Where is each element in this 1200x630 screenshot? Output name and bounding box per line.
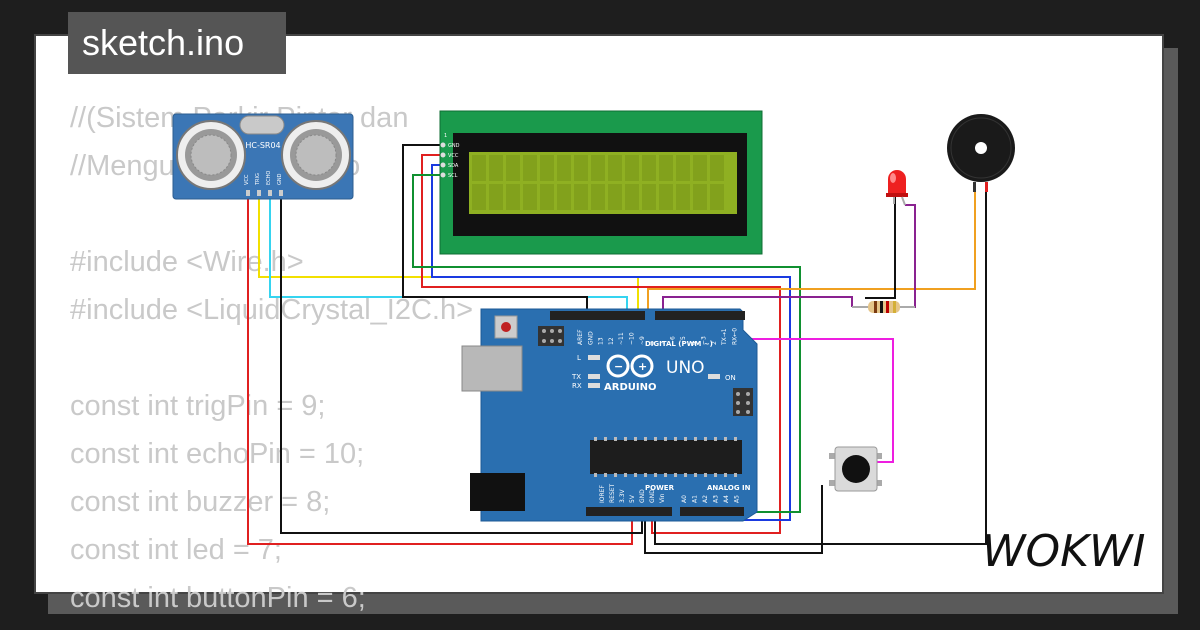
digital-pin-label-0: AREF	[577, 329, 584, 345]
push-button[interactable]	[829, 446, 882, 492]
analog-label: ANALOG IN	[707, 484, 751, 492]
sensor-pin-gnd: GND	[277, 173, 283, 185]
digital-pin-label-6: ~9	[639, 336, 646, 345]
analog-pin-label-1: A1	[692, 495, 699, 503]
digital-pin-label-12: ~3	[701, 336, 708, 345]
wire-buzzer-black	[654, 190, 987, 545]
arduino-uno-board[interactable]: − + ARDUINO UNO DIGITAL (PWM ~) POWER AN…	[461, 308, 758, 522]
lcd-pin-sda: SDA	[448, 163, 459, 169]
wire-resistor-purple	[905, 204, 916, 308]
svg-text:+: +	[638, 360, 647, 373]
analog-pin-label-4: A4	[723, 495, 730, 503]
sensor-pin-echo: ECHO	[266, 171, 272, 185]
power-jack	[470, 473, 525, 511]
lcd-pin-scl: SCL	[448, 173, 458, 179]
analog-pin-label-0: A0	[681, 495, 688, 503]
lcd-pin-vcc: VCC	[448, 153, 459, 159]
wire-led-black	[865, 197, 896, 299]
rx-led-label: RX	[572, 382, 582, 390]
digital-pin-label-14: TX→1	[721, 328, 728, 346]
code-line-10: const int led = 7;	[70, 534, 282, 566]
resistor[interactable]	[852, 301, 915, 313]
power-pin-label-3: 5V	[629, 494, 636, 503]
power-pin-label-5: GND	[649, 489, 656, 503]
digital-pin-label-3: 12	[608, 337, 615, 345]
power-header	[586, 507, 672, 516]
lcd-display[interactable]: 1 GND VCC SDA SCL	[439, 110, 763, 255]
power-pin-label-6: Vin	[659, 493, 666, 503]
wire-lcd-scl-green	[412, 174, 801, 513]
file-tab-title[interactable]: sketch.ino	[68, 12, 286, 74]
wire-buzzer-orange	[647, 190, 976, 315]
digital-pin-label-11: 4	[690, 341, 697, 345]
ultrasonic-sensor[interactable]: HC-SR04 VCC TRIG ECHO GND	[172, 113, 354, 200]
wire-gnd-black	[280, 193, 643, 534]
arduino-infinity-logo	[606, 354, 654, 378]
digital-pin-label-15: RX←0	[732, 328, 739, 345]
on-led	[708, 374, 720, 379]
lcd-pin-gnd: GND	[448, 143, 460, 149]
code-line-8: const int echoPin = 10;	[70, 438, 365, 470]
digital-pin-label-9: ~6	[670, 336, 677, 345]
analog-header	[680, 507, 744, 516]
code-line-9: const int buzzer = 8;	[70, 486, 331, 518]
svg-text:−: −	[614, 360, 623, 373]
arduino-brand-label: ARDUINO	[604, 382, 656, 393]
digital-pin-label-8: 7	[659, 341, 666, 345]
arduino-model-label: UNO	[666, 358, 705, 378]
digital-header-right	[655, 311, 745, 320]
power-pin-label-4: GND	[639, 489, 646, 503]
digital-pin-label-5: ~10	[629, 332, 636, 345]
wire-led-purple	[662, 296, 853, 315]
tx-led-label: TX	[571, 373, 581, 381]
code-line-4: #include <Wire.h>	[70, 246, 304, 278]
microcontroller-chip	[590, 440, 742, 474]
digital-pin-label-2: 13	[598, 337, 605, 345]
code-line-5: #include <LiquidCrystal_I2C.h>	[70, 294, 474, 326]
usb-port	[461, 345, 523, 392]
code-line-11: const int buttonPin = 6;	[70, 582, 366, 614]
buzzer[interactable]	[947, 114, 1015, 192]
sensor-pin-trig: TRIG	[255, 173, 261, 186]
wire-lcd-vcc-red	[421, 154, 781, 534]
lcd-pin-one: 1	[444, 133, 447, 139]
power-label: POWER	[645, 484, 675, 492]
reset-button[interactable]	[501, 322, 511, 332]
l-led-label: L	[577, 354, 581, 362]
sensor-model-label: HC-SR04	[245, 141, 280, 150]
analog-pin-label-5: A5	[734, 495, 741, 503]
analog-pin-label-2: A2	[702, 495, 709, 503]
analog-pin-label-3: A3	[713, 495, 720, 503]
power-pin-label-0: IOREF	[599, 485, 606, 503]
digital-pin-label-1: GND	[587, 331, 594, 345]
power-pin-label-2: 3.3V	[619, 488, 626, 503]
wire-vcc-red	[247, 193, 633, 545]
tx-led	[588, 374, 600, 379]
lcd-character-cells	[472, 155, 724, 210]
digital-label: DIGITAL (PWM ~)	[645, 340, 713, 348]
wire-button-black	[644, 485, 823, 554]
red-led[interactable]	[886, 170, 908, 206]
rx-led	[588, 383, 600, 388]
digital-pin-label-13: 2	[711, 341, 718, 345]
on-led-label: ON	[725, 374, 736, 382]
power-pin-label-1: RESET	[609, 483, 616, 503]
digital-pin-label-4: ~11	[618, 332, 625, 345]
sensor-pin-vcc: VCC	[244, 174, 250, 185]
wire-lcd-gnd-black	[402, 144, 588, 315]
l-led	[588, 355, 600, 360]
digital-header-left	[550, 311, 645, 320]
digital-pin-label-10: ~5	[680, 336, 687, 345]
digital-pin-label-7: 8	[649, 341, 656, 345]
wokwi-logo: WOKWI	[982, 526, 1145, 577]
